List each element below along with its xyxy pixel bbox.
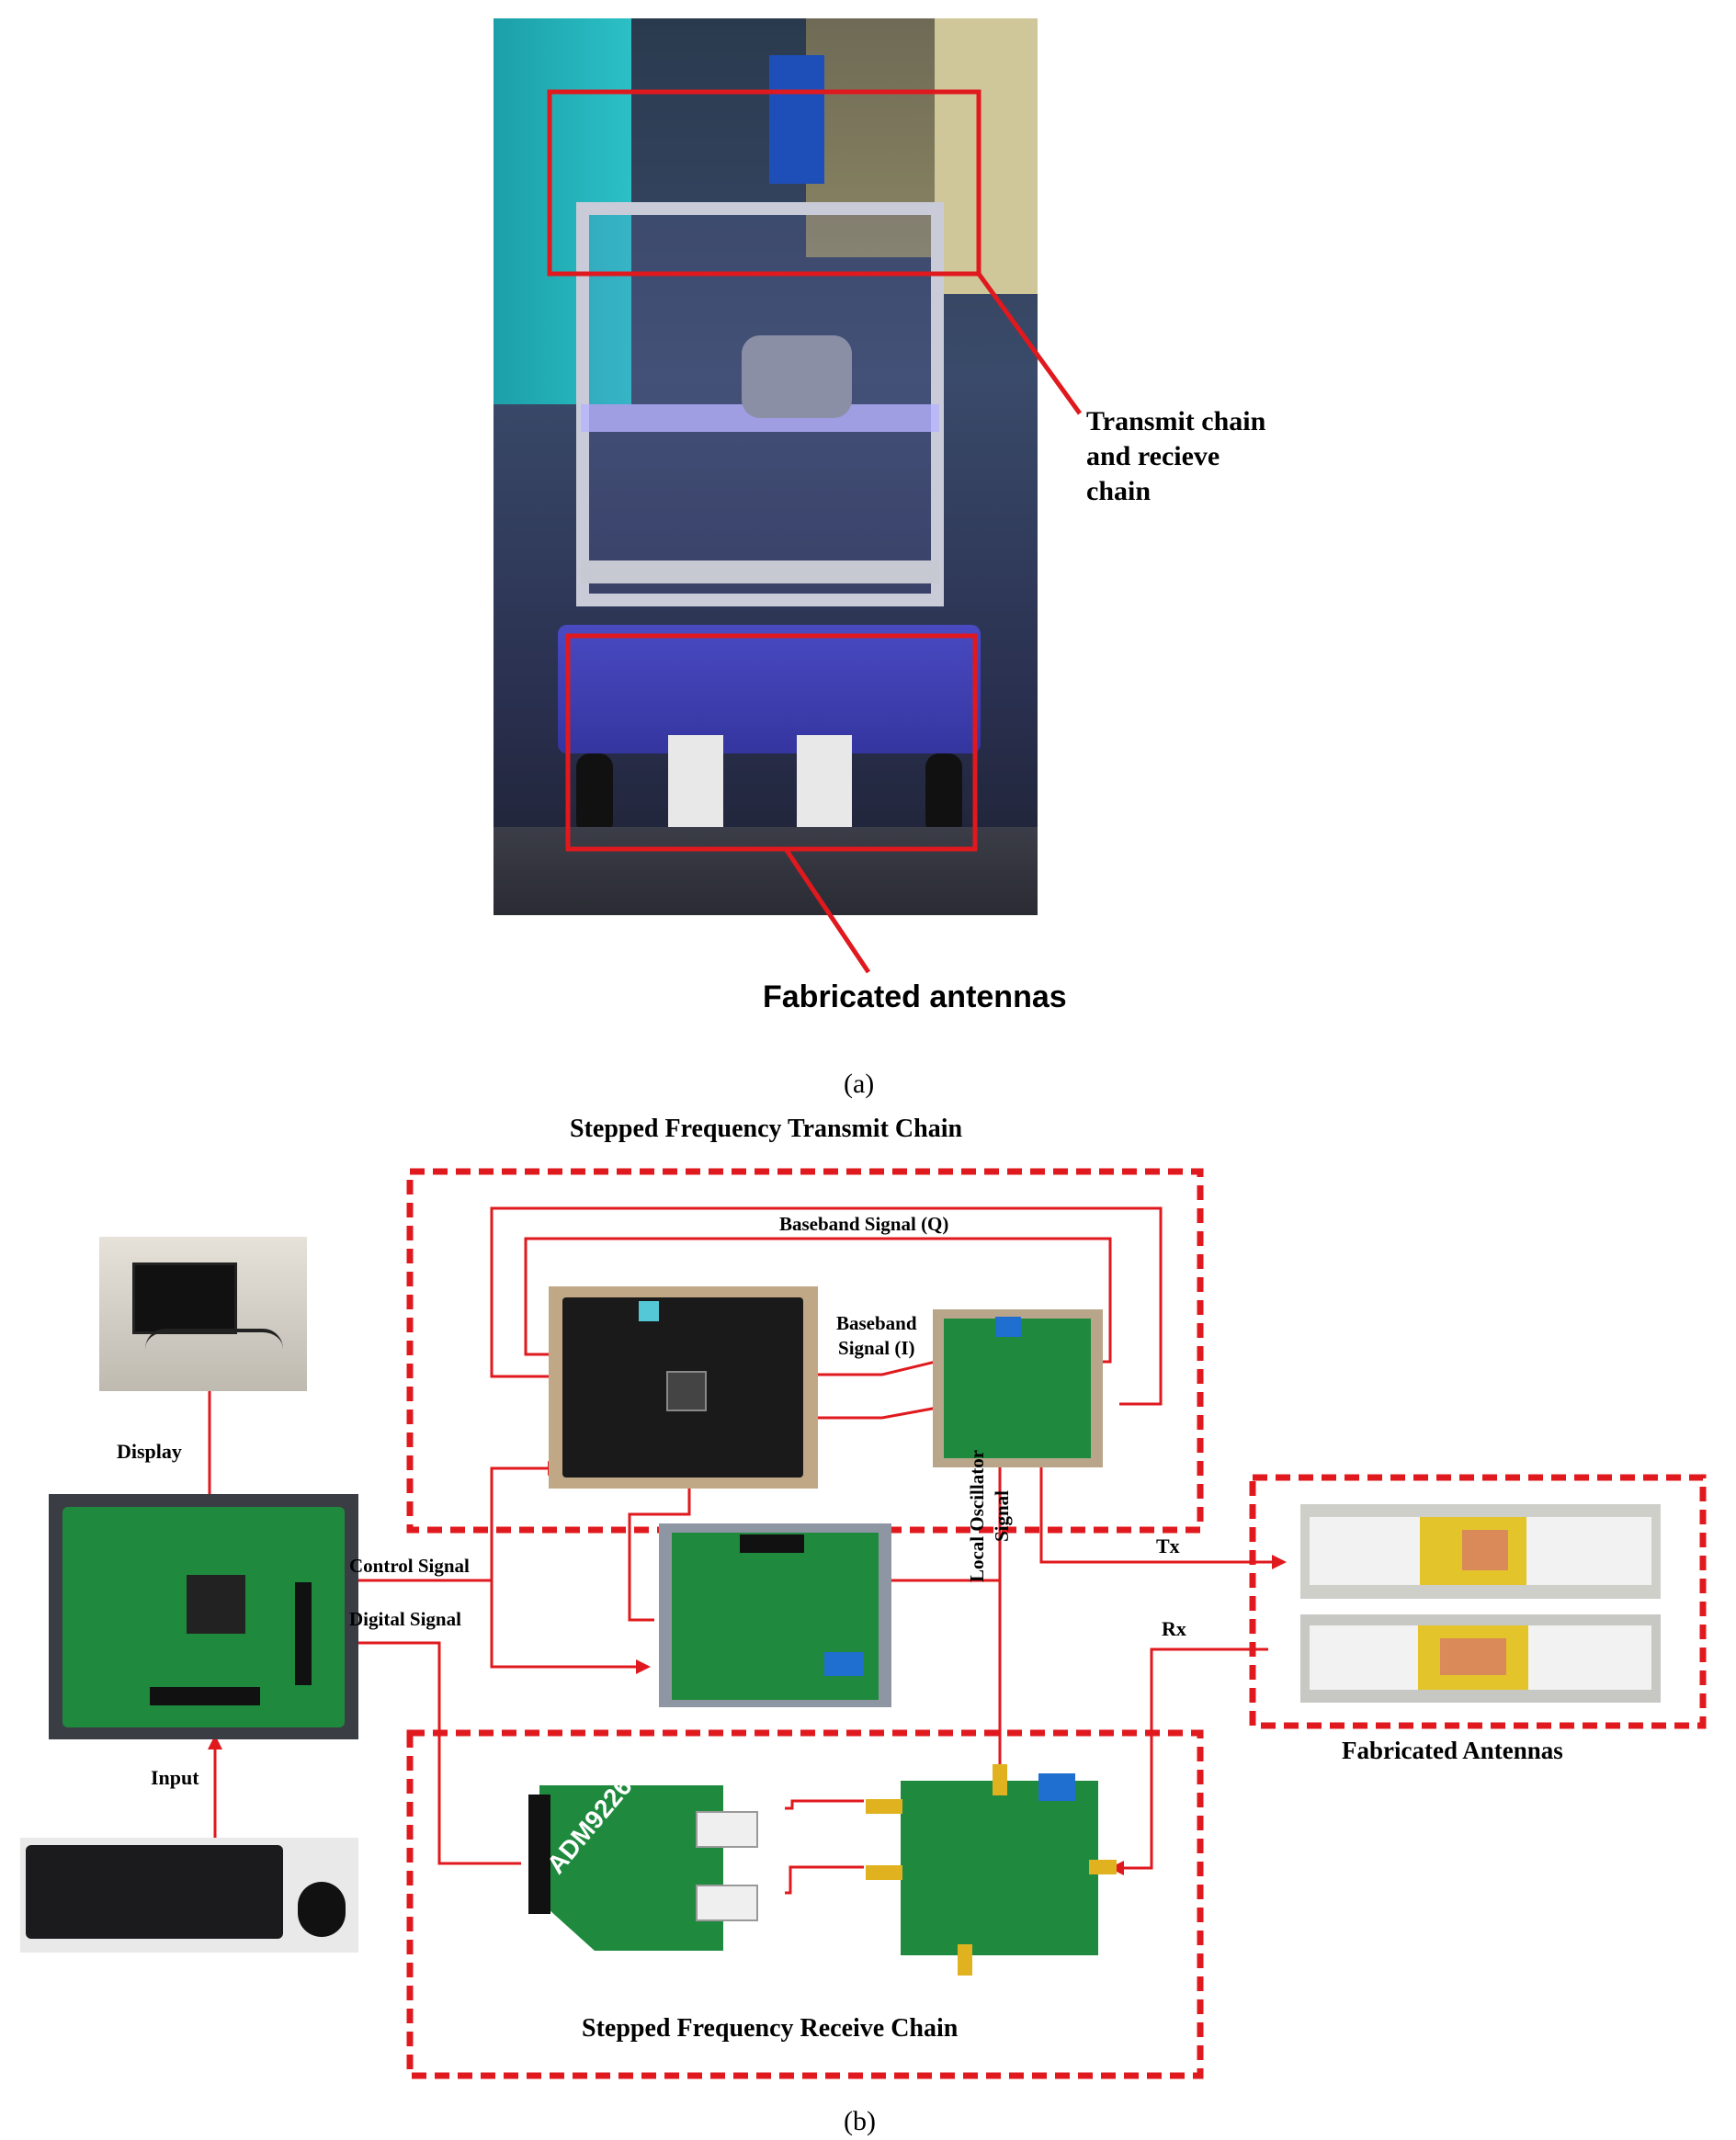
demod-sma-left-2 <box>866 1865 902 1880</box>
demod-terminal <box>1038 1773 1075 1801</box>
antenna-tx-copper <box>1462 1530 1508 1570</box>
transmit-chain-title: Stepped Frequency Transmit Chain <box>570 1115 963 1143</box>
digital-signal-label: Digital Signal <box>349 1608 461 1630</box>
mouse <box>298 1882 346 1937</box>
transmit-callout-line-3: chain <box>1086 476 1152 506</box>
antenna-tx-photo <box>1300 1504 1661 1599</box>
dds-chip <box>666 1371 707 1411</box>
antenna-rx-copper <box>1440 1638 1506 1675</box>
fpga-header <box>295 1582 312 1685</box>
wire-baseband-i <box>800 1360 951 1376</box>
wires <box>208 1206 1280 1895</box>
control-signal-label: Control Signal <box>349 1555 470 1577</box>
local-oscillator-label: Local Oscillator Signal <box>965 1415 1015 1617</box>
baseband-i-label: Baseband Signal (I) <box>836 1311 917 1361</box>
fpga-board-photo <box>49 1494 358 1739</box>
wire-rx-i <box>774 1799 871 1810</box>
local-oscillator-line-2: Signal <box>991 1489 1013 1543</box>
wire-rx <box>1117 1647 1268 1870</box>
modulator-terminal <box>995 1317 1021 1337</box>
wheel-left <box>576 753 613 836</box>
antenna-callout-line <box>783 847 871 974</box>
drum-device <box>742 335 852 418</box>
antenna-callout-label: Fabricated antennas <box>763 979 1067 1014</box>
fabricated-antennas-group <box>1249 1474 1707 1729</box>
tx-label: Tx <box>1156 1534 1180 1557</box>
input-label: Input <box>151 1766 199 1789</box>
transmit-callout-label: Transmit chain and recieve chain <box>1086 404 1265 509</box>
adc-connector <box>528 1795 550 1914</box>
keyboard-photo <box>20 1838 358 1953</box>
rx-label: Rx <box>1162 1617 1186 1640</box>
synthesizer-photo <box>659 1523 891 1707</box>
keyboard <box>26 1845 283 1939</box>
baseband-i-line-1: Baseband <box>836 1312 917 1334</box>
shelf-lower <box>581 560 939 583</box>
demod-sma-right <box>1089 1860 1117 1874</box>
wheel-right <box>925 753 962 836</box>
wire-baseband-q-inner <box>524 1237 1112 1364</box>
wire-control-signal-2 <box>490 1580 643 1669</box>
door-window <box>769 55 824 184</box>
synth-header <box>740 1534 804 1553</box>
display-photo <box>99 1237 307 1391</box>
antenna-rx-photo <box>1300 1614 1661 1703</box>
receive-chain-group <box>406 1729 1204 2079</box>
caption-a: (a) <box>844 1069 875 1099</box>
iq-modulator-photo <box>933 1309 1103 1467</box>
arrow-rx <box>1109 1861 1124 1875</box>
adc-board-photo: ADM9226 <box>521 1776 785 1960</box>
demod-pcb <box>901 1781 1098 1955</box>
adc-pcb <box>539 1785 723 1951</box>
adc-sma-1 <box>696 1811 758 1848</box>
monitor-cables <box>145 1329 283 1369</box>
cart-base <box>558 625 981 753</box>
wire-dds-to-synth <box>628 1489 691 1622</box>
transmit-callout-line-1: Transmit chain <box>1086 406 1266 436</box>
transmit-callout-line <box>976 272 1083 415</box>
antenna-left-photo <box>668 735 723 836</box>
wall-right <box>935 18 1038 294</box>
cart-photo <box>494 18 1038 915</box>
display-label: Display <box>117 1440 182 1463</box>
caption-b: (b) <box>844 2106 876 2136</box>
wire-baseband-i-2 <box>800 1406 951 1420</box>
local-oscillator-line-1: Local Oscillator <box>966 1449 988 1583</box>
demod-sma-left <box>866 1799 902 1814</box>
antenna-callout-box <box>565 633 978 852</box>
transmit-callout-box <box>547 89 981 277</box>
dds-button <box>639 1301 659 1321</box>
demod-sma-top <box>993 1764 1007 1795</box>
antenna-right-photo <box>797 735 852 836</box>
synth-terminal <box>824 1652 863 1676</box>
arrow-input <box>208 1735 222 1749</box>
wire-baseband-q-outer <box>490 1206 1163 1406</box>
receive-chain-title: Stepped Frequency Receive Chain <box>582 2014 959 2043</box>
modulator-pcb <box>944 1319 1091 1458</box>
wire-rx-q <box>774 1865 871 1895</box>
fpga-switches <box>150 1687 260 1705</box>
adc-sma-2 <box>696 1885 758 1921</box>
demodulator-photo <box>864 1764 1117 1977</box>
arrow-control-to-synth <box>636 1659 651 1674</box>
baseband-i-line-2: Signal (I) <box>838 1337 915 1359</box>
fpga-chip <box>187 1575 245 1634</box>
wire-control-signal <box>342 1466 556 1582</box>
transmit-callout-line-2: and recieve <box>1086 441 1220 471</box>
arrow-tx <box>1272 1555 1287 1569</box>
dds-board-photo <box>549 1286 818 1489</box>
wire-digital-signal <box>342 1641 528 1865</box>
wire-tx <box>1039 1455 1280 1564</box>
demod-sma-bottom <box>958 1944 972 1976</box>
monitor-screen <box>132 1262 237 1334</box>
fabricated-antennas-label: Fabricated Antennas <box>1342 1737 1563 1764</box>
floor <box>494 827 1038 915</box>
baseband-q-label: Baseband Signal (Q) <box>779 1213 949 1235</box>
